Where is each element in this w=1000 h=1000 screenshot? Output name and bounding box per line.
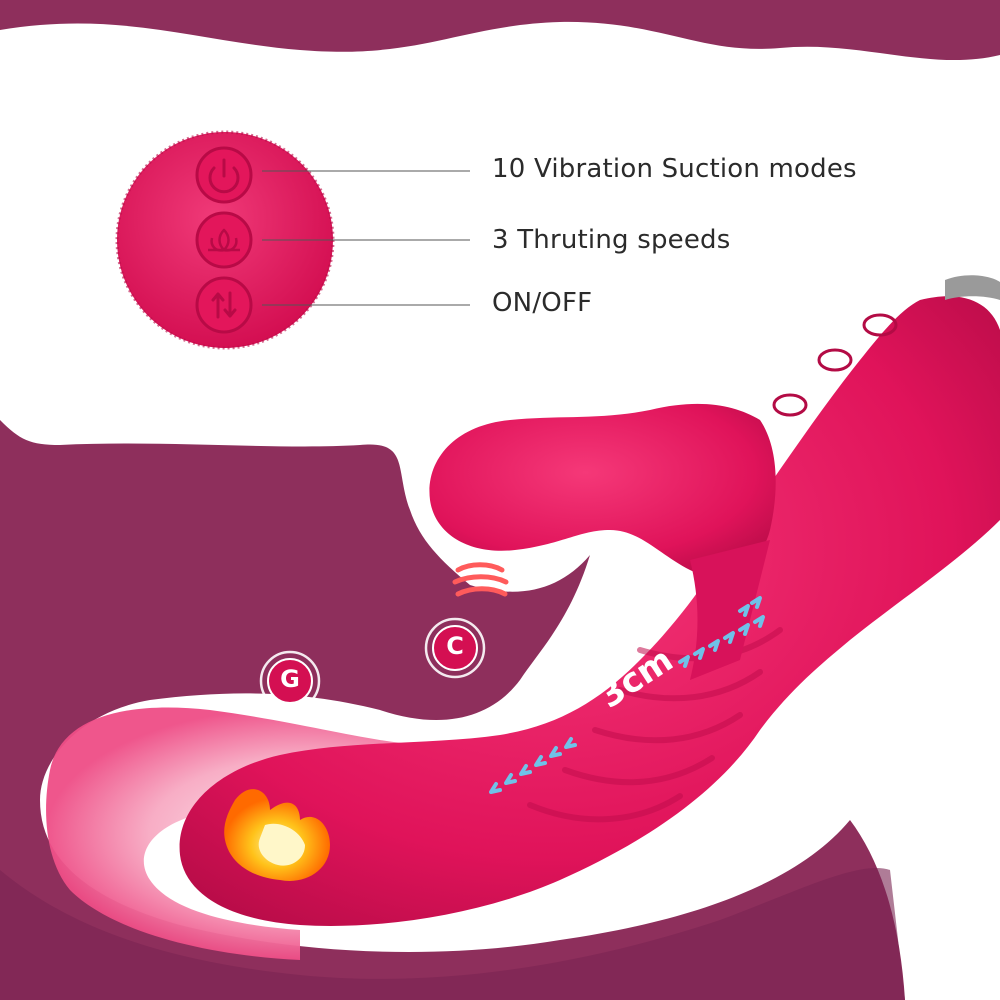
toy-rabbit-arm <box>429 403 776 576</box>
toy-side-buttons <box>772 313 898 417</box>
flame-icon <box>224 789 330 881</box>
thrust-arrows-down <box>489 737 577 794</box>
top-wave <box>0 0 1000 61</box>
g-spot-badge-label: G <box>280 665 300 693</box>
thrust-arrows-up <box>678 596 765 668</box>
lotus-icon <box>208 228 240 252</box>
power-icon <box>208 158 240 194</box>
c-spot-badge-label: C <box>446 632 464 660</box>
bottom-body-shape <box>0 420 905 1000</box>
feature-label-thrusting: 3 Thruting speeds <box>492 225 731 255</box>
feature-label-vibration: 10 Vibration Suction modes <box>492 154 857 184</box>
toy-cap <box>945 275 1000 300</box>
up-down-arrows-icon <box>211 291 237 319</box>
leader-lines <box>262 170 470 306</box>
bottom-body-shadow <box>0 868 905 1000</box>
g-spot-badge-shape <box>259 650 321 712</box>
feature-label-power: ON/OFF <box>492 288 593 318</box>
suction-waves <box>452 562 509 597</box>
toy-shaft <box>179 296 1000 926</box>
c-spot-badge-shape <box>424 617 486 679</box>
